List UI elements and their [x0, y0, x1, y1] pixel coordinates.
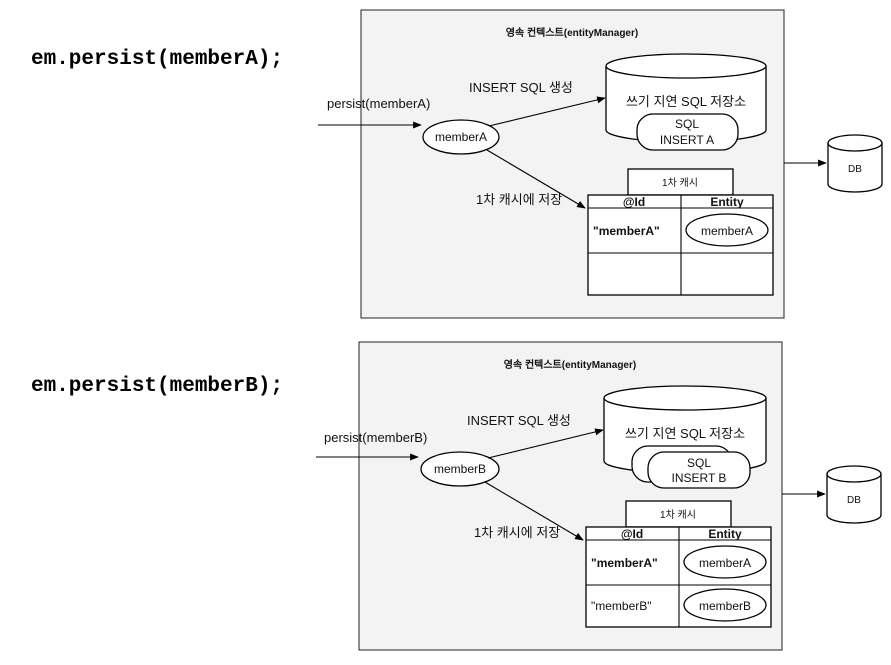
col-id-header: @Id: [621, 527, 643, 541]
db-label: DB: [847, 495, 861, 506]
scene-a: em.persist(memberA); 영속 컨텍스트(entityManag…: [31, 9, 883, 319]
insert-arrow: [488, 96, 606, 127]
scene-b: em.persist(memberB); 영속 컨텍스트(entityManag…: [31, 341, 882, 651]
code-persist-member-a: em.persist(memberA);: [31, 48, 283, 71]
row2-entity-ellipse: [683, 588, 767, 622]
sql-record: [647, 451, 751, 489]
row1-entity: memberA: [699, 556, 751, 570]
cache-title: 1차 캐시: [662, 177, 698, 189]
sql-record: [636, 113, 739, 151]
db-label: DB: [848, 164, 862, 175]
entity-label: memberB: [434, 462, 486, 476]
sql-record-line1: SQL: [675, 117, 699, 131]
sql-store-label: 쓰기 지연 SQL 저장소: [626, 94, 746, 109]
insert-label: INSERT SQL 생성: [469, 80, 573, 95]
cache-arrow: [484, 481, 584, 541]
cache-title-box: [625, 500, 732, 528]
cache-save-label: 1차 캐시에 저장: [474, 525, 560, 540]
entity-ellipse: [422, 119, 500, 155]
sql-record-line2: INSERT A: [660, 133, 714, 147]
sql-record-line1: SQL: [687, 456, 711, 470]
row1-entity-ellipse: [683, 545, 767, 579]
cache-save-label: 1차 캐시에 저장: [476, 192, 562, 207]
cache-title: 1차 캐시: [660, 509, 696, 521]
context-title: 영속 컨텍스트(entityManager): [506, 26, 638, 39]
row2-entity: memberB: [699, 599, 751, 613]
row1-id: "memberA": [591, 556, 658, 570]
row1-entity: memberA: [701, 224, 753, 238]
code-persist-member-b: em.persist(memberB);: [31, 375, 283, 398]
persist-label: persist(memberB): [324, 430, 427, 445]
cache-table: [587, 194, 774, 296]
entity-label: memberA: [435, 130, 487, 144]
row2-id: "memberB": [591, 599, 652, 613]
entity-ellipse: [420, 451, 500, 487]
sql-record-line2: INSERT B: [672, 471, 727, 485]
db-cylinder: [827, 134, 883, 193]
col-entity-header: Entity: [710, 195, 744, 209]
context-title: 영속 컨텍스트(entityManager): [504, 358, 636, 371]
persist-label: persist(memberA): [327, 96, 430, 111]
sql-store-label: 쓰기 지연 SQL 저장소: [625, 426, 745, 441]
cache-arrow: [486, 149, 586, 209]
row1-entity-ellipse: [685, 213, 769, 247]
insert-arrow: [487, 428, 604, 459]
col-id-header: @Id: [623, 195, 645, 209]
row1-id: "memberA": [593, 224, 660, 238]
insert-label: INSERT SQL 생성: [467, 413, 571, 428]
col-entity-header: Entity: [708, 527, 742, 541]
db-cylinder: [826, 465, 882, 524]
